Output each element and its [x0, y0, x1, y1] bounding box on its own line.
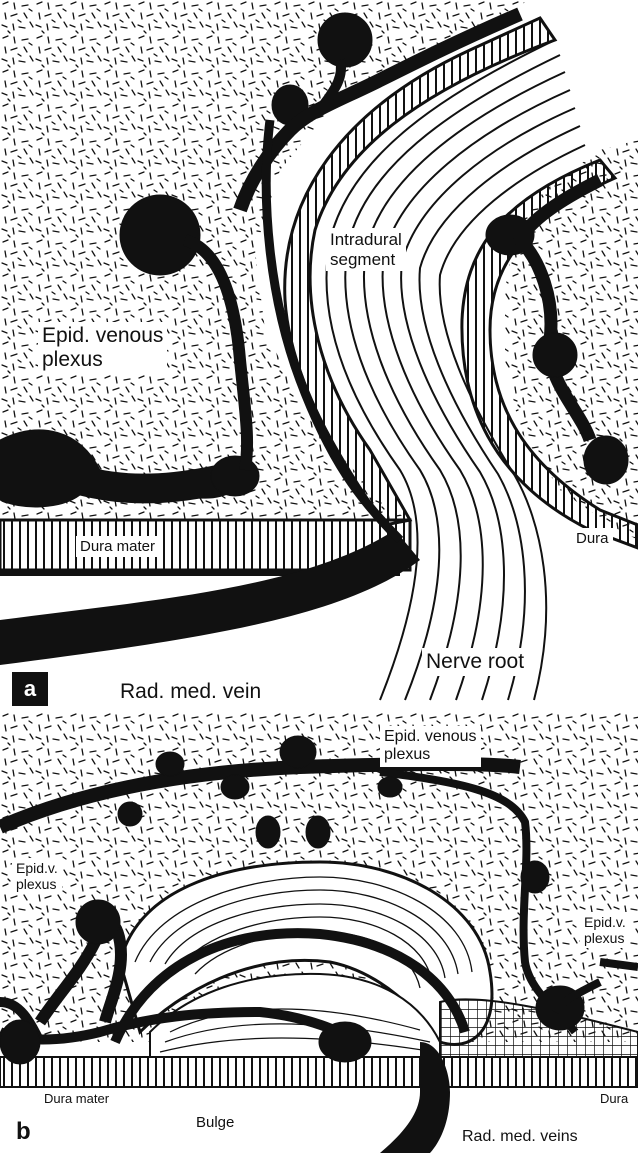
panel-b-figure: Epid. venous plexus Epid.v. plexus Epid.…	[0, 712, 638, 1153]
label-bulge: Bulge	[196, 1114, 234, 1131]
label-epid-v-plexus-right: Epid.v. plexus	[580, 912, 630, 948]
label-dura-b: Dura	[596, 1090, 632, 1109]
label-dura-a: Dura	[572, 528, 613, 549]
label-epid-venous-plexus-b: Epid. venous plexus	[380, 726, 481, 767]
epid-v-plexus-left-line2: plexus	[16, 876, 58, 892]
panel-a-figure: Intradural segment Epid. venous plexus D…	[0, 0, 638, 706]
epid-v-plexus-right-line1: Epid.v.	[584, 914, 626, 930]
epid-venous-plexus-b-line2: plexus	[384, 746, 477, 764]
panel-b-illustration	[0, 712, 638, 1153]
panel-letter-b: b	[16, 1118, 31, 1146]
epid-v-plexus-left-line1: Epid.v.	[16, 860, 58, 876]
dura-mater-band-b	[0, 1057, 638, 1087]
epid-v-plexus-right-line2: plexus	[584, 930, 626, 946]
label-dura-mater-a: Dura mater	[76, 536, 159, 557]
label-epid-v-plexus-left: Epid.v. plexus	[12, 858, 62, 894]
label-rad-med-vein: Rad. med. vein	[120, 680, 261, 704]
label-dura-mater-b: Dura mater	[40, 1090, 113, 1109]
label-epid-venous-plexus-a: Epid. venous plexus	[38, 322, 167, 374]
label-nerve-root: Nerve root	[422, 648, 528, 676]
epid-venous-plexus-b-line1: Epid. venous	[384, 728, 477, 746]
intradural-segment-line2: segment	[330, 250, 402, 270]
epid-venous-plexus-a-line2: plexus	[42, 348, 163, 372]
label-rad-med-veins: Rad. med. veins	[462, 1128, 578, 1146]
intradural-segment-line1: Intradural	[330, 230, 402, 250]
label-intradural-segment: Intradural segment	[326, 228, 406, 271]
panel-letter-a: a	[12, 672, 48, 706]
epid-venous-plexus-a-line1: Epid. venous	[42, 324, 163, 348]
